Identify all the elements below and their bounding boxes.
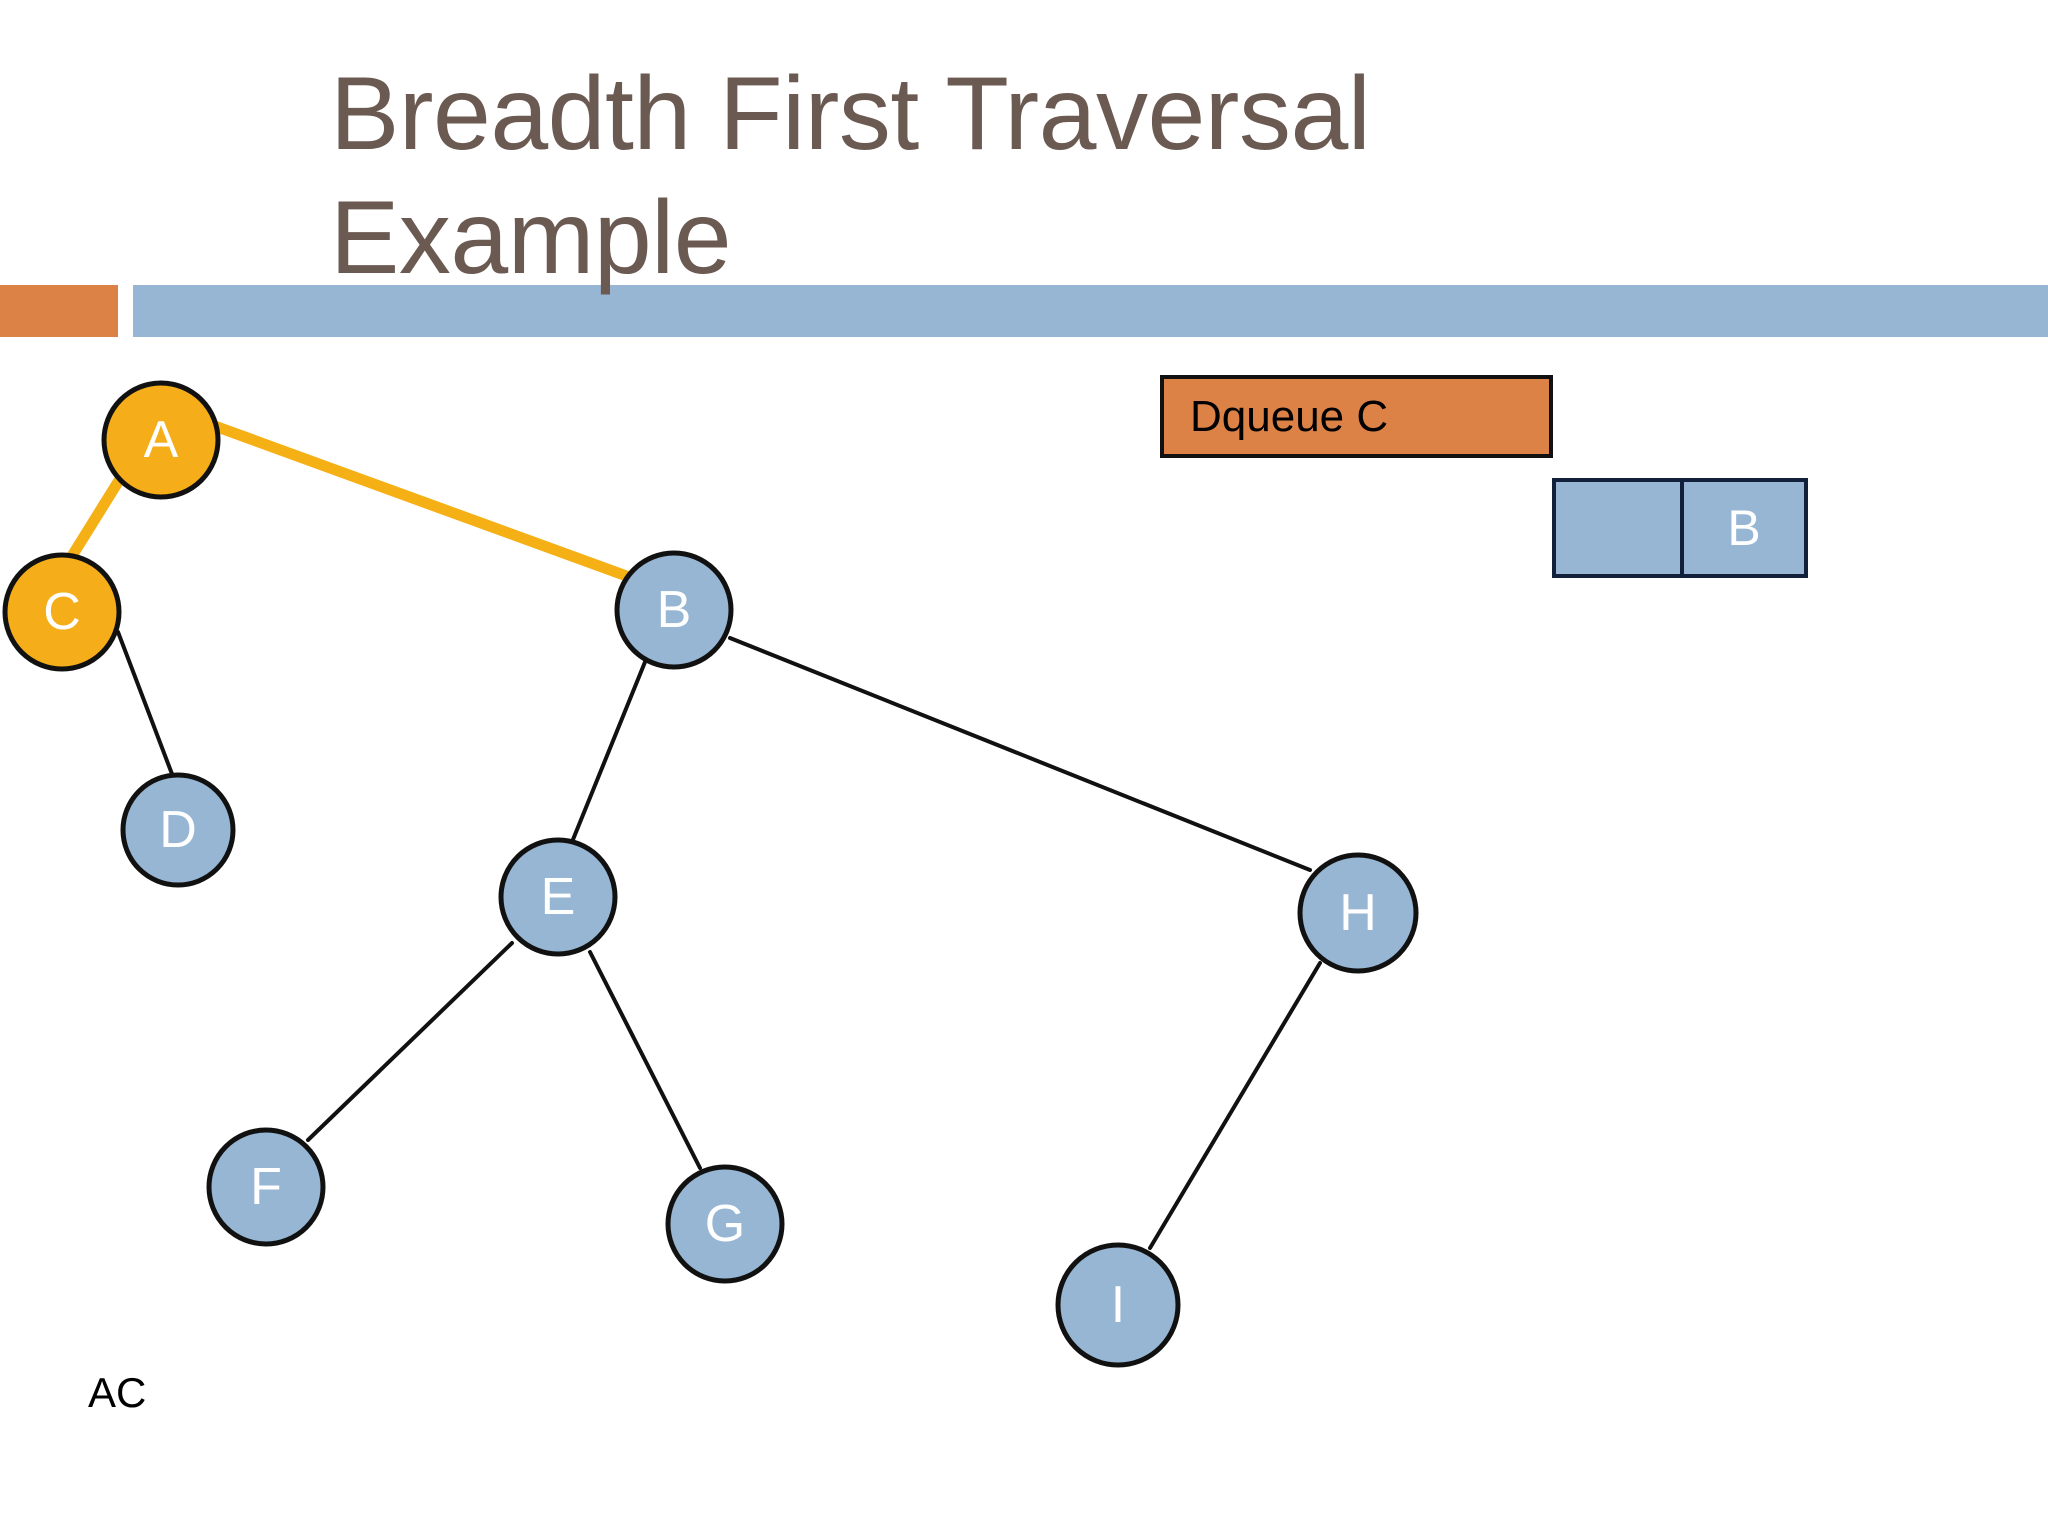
dqueue-status-box: Dqueue C [1160,375,1553,458]
page-title: Breadth First Traversal Example [330,56,1371,296]
graph-node-g[interactable]: G [665,1164,785,1284]
queue-cell-label: B [1727,500,1761,556]
graph-node-d[interactable]: D [120,772,236,888]
graph-node-a[interactable]: A [101,380,221,500]
node-label: C [43,583,81,641]
node-label: B [657,581,692,639]
queue-strip: B [1552,478,1808,578]
node-circle [498,837,618,957]
node-circle [2,552,122,672]
graph-node-e[interactable]: E [498,837,618,957]
node-label: F [250,1158,282,1216]
node-circle [1297,852,1419,974]
nodes-layer: A C B D E F G H I [2,380,1419,1368]
graph-node-c[interactable]: C [2,552,122,672]
graph-edge-h-i [1148,961,1322,1250]
node-circle [614,550,734,670]
queue-cell[interactable] [1556,482,1680,574]
node-label: G [705,1195,745,1253]
node-label: H [1339,884,1377,942]
node-label: D [159,801,197,859]
queue-cell[interactable]: B [1680,482,1804,574]
node-circle [101,380,221,500]
footer-note: AC [88,1369,147,1416]
graph-edge-e-f [306,941,514,1142]
slide-header: Breadth First Traversal Example [0,0,2048,345]
accent-bar-blue [133,285,2048,337]
graph-node-i[interactable]: I [1055,1242,1181,1368]
node-circle [665,1164,785,1284]
node-circle [120,772,236,888]
node-label: A [144,411,179,469]
graph-node-f[interactable]: F [206,1127,326,1247]
edges-layer [66,419,1322,1250]
graph-edge-b-h [728,636,1312,872]
graph-edge-a-c [66,476,124,562]
graph-edge-a-b [206,419,638,584]
graph-edge-e-g [588,950,702,1170]
accent-bar-orange [0,285,118,337]
node-label: E [541,868,576,926]
graph-edge-c-d [116,630,174,776]
graph-node-h[interactable]: H [1297,852,1419,974]
node-circle [1055,1242,1181,1368]
graph-node-b[interactable]: B [614,550,734,670]
graph-edge-b-e [570,660,647,844]
dqueue-status-label: Dqueue C [1190,391,1389,441]
node-circle [206,1127,326,1247]
node-label: I [1111,1276,1125,1334]
